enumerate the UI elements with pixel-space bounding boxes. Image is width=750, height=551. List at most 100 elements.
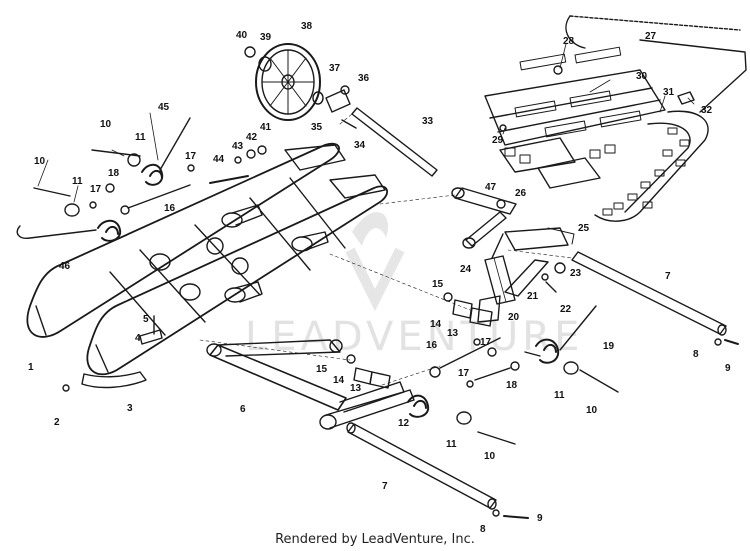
- rivet-2: [62, 384, 70, 392]
- eyebolt-16a: [127, 184, 191, 209]
- shock-absorber-24: [484, 255, 516, 305]
- cleat-bolt-28: [553, 65, 563, 75]
- callout-37: 37: [329, 63, 341, 74]
- callout-42: 42: [246, 132, 258, 143]
- callout-10-bottom: 10: [484, 451, 496, 462]
- callout-22: 22: [560, 304, 572, 315]
- nut-15b: [346, 354, 356, 364]
- callout-7-upper: 7: [665, 271, 671, 282]
- idler-wheel-assembly: [244, 43, 438, 177]
- callout-17b: 17: [185, 151, 197, 162]
- bolt-9a: [724, 339, 739, 345]
- callout-labels: 27 28 30 31 32 29 38 40 39 37 36 35 34 3…: [28, 21, 731, 535]
- callout-13a: 13: [447, 328, 459, 339]
- callout-46: 46: [59, 261, 71, 272]
- nut-17b: [187, 164, 195, 172]
- nut-17d: [466, 380, 474, 388]
- idler-axle-block-35: [325, 89, 351, 113]
- frame-crossmember-shafts: [149, 204, 329, 303]
- callout-4: 4: [135, 333, 141, 344]
- callout-47: 47: [485, 182, 497, 193]
- spring-arm-19: [559, 305, 597, 351]
- callout-17c: 17: [480, 337, 492, 348]
- washer-11-lower: [64, 203, 80, 217]
- callout-21: 21: [527, 291, 539, 302]
- callout-12: 12: [398, 418, 410, 429]
- alignment-lines: [199, 113, 573, 361]
- callout-45: 45: [158, 102, 170, 113]
- rear-shaft-lower: [346, 422, 529, 519]
- callout-40: 40: [236, 30, 248, 41]
- callout-18a: 18: [108, 168, 120, 179]
- callout-26: 26: [515, 188, 527, 199]
- axle-nut-36: [340, 85, 350, 95]
- arm-6: [209, 344, 347, 411]
- washer-43: [234, 156, 242, 164]
- callout-11-bottom: 11: [446, 439, 457, 450]
- washer-11c: [563, 361, 579, 375]
- wheel-nut-40: [244, 46, 256, 58]
- nut-26: [496, 199, 506, 209]
- callout-19: 19: [603, 341, 615, 352]
- bushing-14b: [353, 367, 373, 385]
- spacer-41: [257, 145, 267, 155]
- callout-10-lower: 10: [34, 156, 46, 167]
- bolt-10-lower: [33, 187, 71, 197]
- callout-17a: 17: [90, 184, 102, 195]
- callout-11-upper: 11: [135, 132, 146, 143]
- callout-10-upper: 10: [100, 119, 112, 130]
- callout-10-right: 10: [586, 405, 598, 416]
- callout-9-lower: 9: [537, 513, 543, 524]
- bolt-22: [545, 281, 557, 293]
- rear-suspension-arm: [206, 339, 516, 445]
- front-spring-hardware: [16, 112, 267, 242]
- callout-15a: 15: [432, 279, 444, 290]
- callout-31: 31: [663, 87, 675, 98]
- callout-27: 27: [645, 31, 657, 42]
- callout-23: 23: [570, 268, 582, 279]
- callout-28: 28: [563, 36, 575, 47]
- callout-44: 44: [213, 154, 225, 165]
- cotter-pin-34: [341, 119, 357, 129]
- nut-17a: [89, 201, 97, 209]
- callout-38: 38: [301, 21, 313, 32]
- callout-14b: 14: [333, 375, 345, 386]
- shaft-47: [454, 187, 517, 215]
- spring-coil-12: [407, 394, 430, 418]
- callout-16b: 16: [426, 340, 438, 351]
- callout-39: 39: [260, 32, 272, 43]
- callout-15b: 15: [316, 364, 328, 375]
- nut-8a: [714, 338, 722, 346]
- nut-42: [246, 149, 256, 159]
- shock-link-20: [504, 259, 549, 297]
- watermark-text: LEADVENTURE: [245, 314, 583, 360]
- callout-34: 34: [354, 140, 366, 151]
- washer-17c: [487, 347, 497, 357]
- wheel-spokes: [261, 49, 315, 115]
- callout-1: 1: [28, 362, 34, 373]
- rear-arm-shock-assembly: [443, 187, 575, 327]
- callout-11-right: 11: [554, 390, 565, 401]
- footer-credit: Rendered by LeadVenture, Inc.: [275, 532, 475, 547]
- nut-8b: [492, 509, 500, 517]
- spacer-13a: [469, 307, 493, 327]
- callout-20: 20: [508, 312, 520, 323]
- callout-2: 2: [54, 417, 60, 428]
- callout-24: 24: [460, 264, 472, 275]
- washer-11-upper: [127, 153, 141, 167]
- shaft-33: [351, 107, 438, 177]
- track-cleat-blocks: [504, 144, 616, 164]
- bolt-10-upper: [91, 149, 141, 157]
- washer-11d: [456, 411, 472, 425]
- spring-coil-45: [141, 163, 164, 186]
- cleat-nut-29: [499, 124, 507, 132]
- bolt-10d: [477, 431, 516, 445]
- spring-coil-46: [97, 219, 122, 242]
- wheel-washer-39: [258, 56, 272, 72]
- track-cleats: [602, 127, 690, 216]
- spring-coil-19: [535, 338, 560, 364]
- callout-11-lower: 11: [72, 176, 83, 187]
- track-slide-rails: [514, 46, 642, 138]
- spacer-13b: [369, 371, 391, 389]
